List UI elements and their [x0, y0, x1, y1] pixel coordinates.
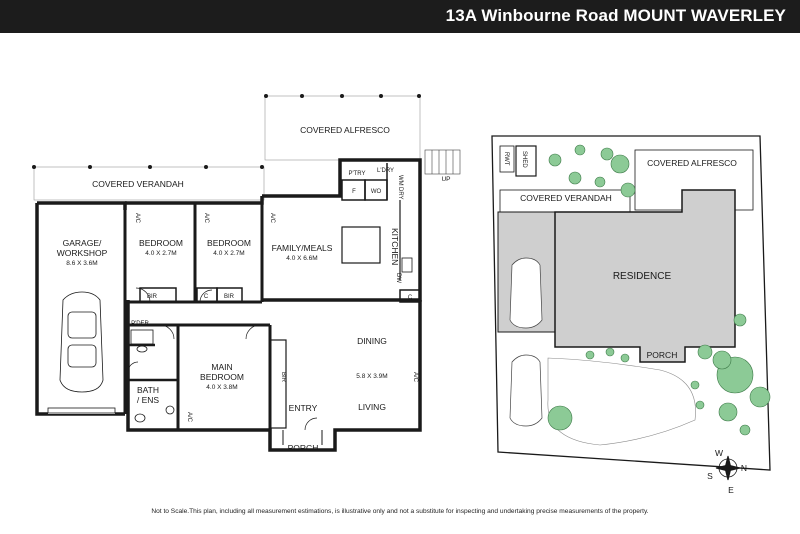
- compass: [715, 455, 741, 481]
- label-bath-2: / ENS: [137, 395, 160, 405]
- label-ac-2: A/C: [203, 213, 209, 224]
- site-label-shed: SHED: [521, 151, 527, 168]
- site-label-residence: RESIDENCE: [613, 271, 672, 282]
- siteplan: [491, 135, 771, 471]
- label-cupboard-2: C: [408, 295, 413, 301]
- label-up: UP: [441, 176, 450, 183]
- label-pantry: P'TRY: [348, 171, 365, 177]
- compass-s: S: [707, 471, 713, 481]
- label-bedroom-2: BEDROOM: [139, 238, 183, 248]
- label-washing-machine: WM: [397, 175, 403, 186]
- label-cupboard-1: C: [204, 294, 209, 300]
- door-swings: [127, 287, 318, 431]
- property-address-title: 13A Winbourne Road MOUNT WAVERLEY: [445, 6, 786, 25]
- label-wall-oven: WO: [371, 189, 382, 195]
- header-bar: 13A Winbourne Road MOUNT WAVERLEY: [0, 0, 800, 33]
- label-bir-2: BIR: [224, 294, 235, 300]
- label-family-meals-dim: 4.0 X 6.6M: [286, 255, 317, 262]
- label-garage-2: WORKSHOP: [57, 248, 108, 258]
- label-porch: PORCH: [288, 443, 319, 453]
- label-dining: DINING: [357, 336, 387, 346]
- site-label-covered-verandah: COVERED VERANDAH: [520, 193, 612, 203]
- label-main-bedroom-1: MAIN: [211, 362, 232, 372]
- label-fridge: F: [352, 189, 356, 195]
- label-dishwasher: DW: [395, 273, 401, 283]
- site-label-porch: PORCH: [647, 350, 678, 360]
- label-kitchen: KITCHEN: [390, 228, 400, 265]
- label-laundry: L'DRY: [377, 168, 394, 174]
- label-living-dim: 5.8 X 3.9M: [356, 373, 387, 380]
- site-label-rwt: RWT: [503, 152, 509, 166]
- compass-w: W: [715, 448, 723, 458]
- compass-e: E: [728, 485, 734, 495]
- label-bedroom-2-dim: 4.0 X 2.7M: [145, 250, 176, 257]
- label-covered-verandah: COVERED VERANDAH: [92, 179, 184, 189]
- label-ac-1: A/C: [134, 213, 140, 224]
- label-powder: P'DER: [131, 321, 149, 327]
- label-bedroom-3: BEDROOM: [207, 238, 251, 248]
- site-label-covered-alfresco: COVERED ALFRESCO: [647, 158, 737, 168]
- compass-n: N: [741, 463, 747, 473]
- label-bedroom-3-dim: 4.0 X 2.7M: [213, 250, 244, 257]
- label-bir-1: BIR: [147, 294, 158, 300]
- label-main-bedroom-2: BEDROOM: [200, 372, 244, 382]
- label-ac-5: A/C: [412, 372, 418, 383]
- label-living: LIVING: [358, 402, 386, 412]
- disclaimer-text: Not to Scale.This plan, including all me…: [151, 508, 649, 515]
- label-main-bedroom-dim: 4.0 X 3.8M: [206, 384, 237, 391]
- label-garage-1: GARAGE/: [63, 238, 102, 248]
- label-covered-alfresco: COVERED ALFRESCO: [300, 125, 390, 135]
- label-entry: ENTRY: [289, 403, 318, 413]
- label-ac-4: A/C: [186, 412, 192, 423]
- label-garage-dim: 8.6 X 3.6M: [66, 260, 97, 267]
- label-ac-3: A/C: [269, 213, 275, 224]
- label-family-meals: FAMILY/MEALS: [272, 243, 333, 253]
- floorplan: [32, 94, 461, 452]
- car-icon: [59, 291, 104, 393]
- label-bir-3: BIR: [280, 372, 286, 383]
- label-bath-1: BATH: [137, 385, 159, 395]
- label-dryer: DRY: [397, 187, 403, 200]
